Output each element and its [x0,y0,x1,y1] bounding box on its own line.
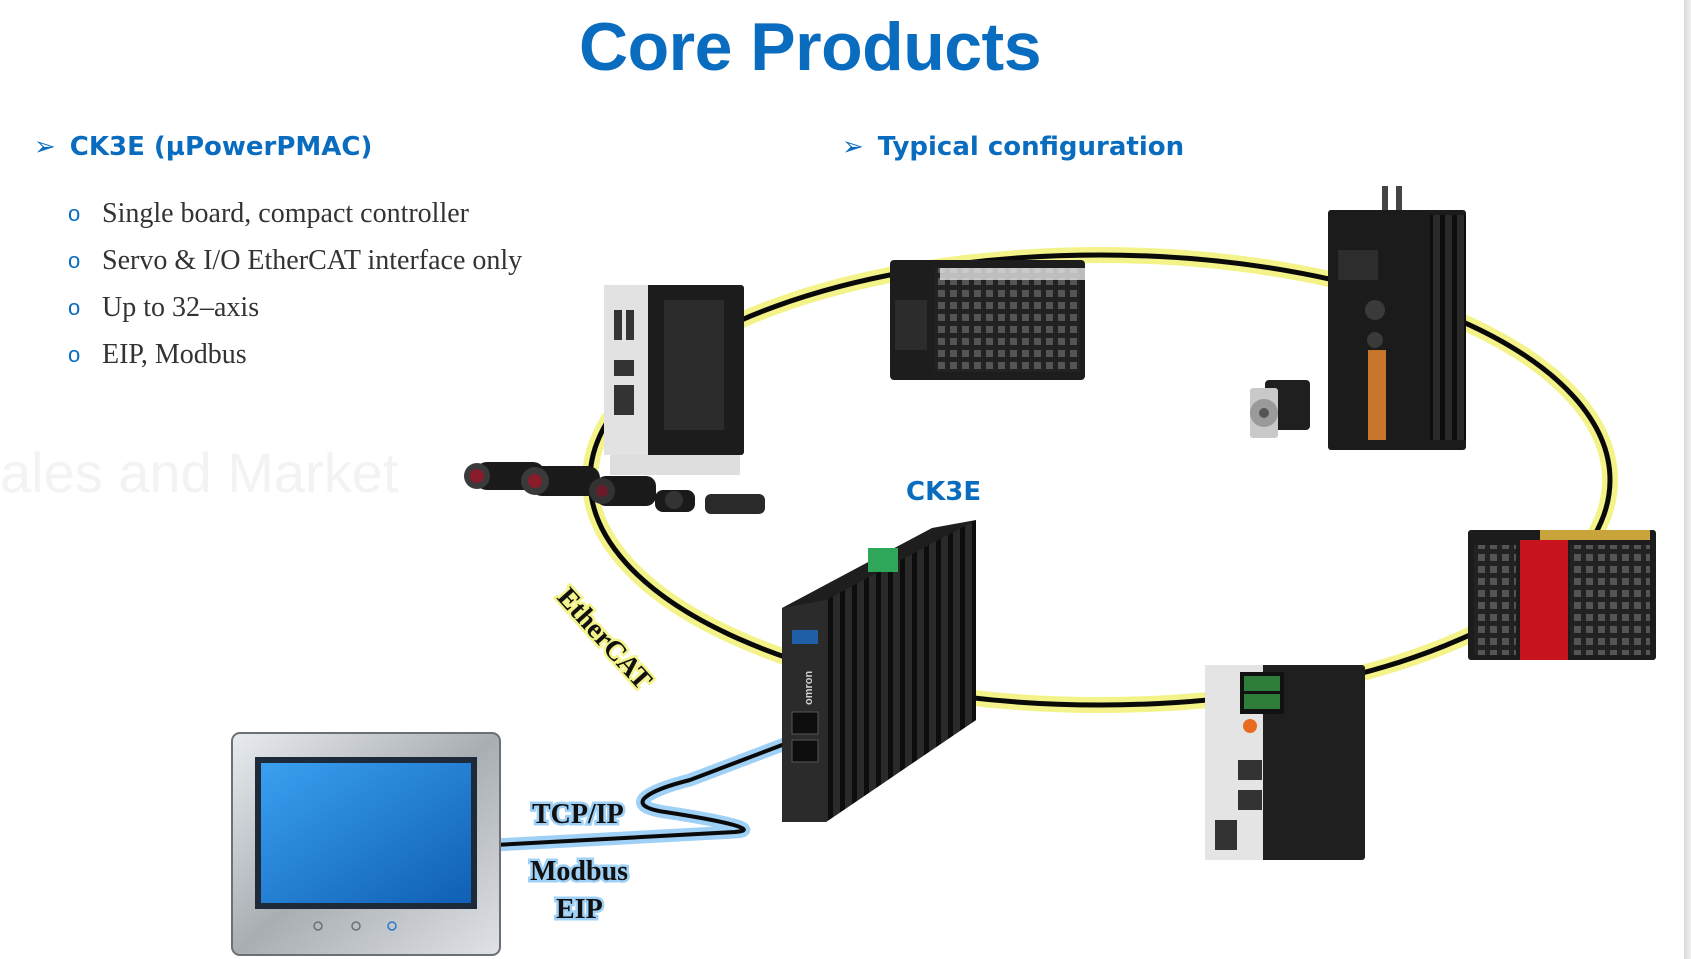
remote-io-block [890,260,1085,380]
tcpip-label: TCP/IP [532,799,624,830]
ethercat-label: EtherCAT [551,582,658,696]
list-item-text: Servo & I/O EtherCAT interface only [102,244,523,276]
right-heading-text: Typical configuration [877,132,1185,162]
hmi-touch-panel [231,732,501,956]
circle-bullet-icon: o [68,200,81,226]
list-item-text: EIP, Modbus [102,338,247,370]
page-title: Core Products [578,9,1042,85]
ck3e-label: CK3E [906,477,981,507]
right-section-heading: ➢ Typical configuration [842,132,1184,162]
ck3e-brand-text: omron [803,671,815,706]
displacement-sensor-controller [1205,665,1365,860]
ck3e-controller: omron [782,520,976,822]
ghost-background-text: ales and Market [0,441,399,504]
list-item: o EIP, Modbus [68,331,522,378]
circle-bullet-icon: o [68,341,81,367]
list-item-text: Single board, compact controller [102,197,469,229]
list-item: o Single board, compact controller [68,190,522,237]
list-item-text: Up to 32–axis [102,291,260,323]
arrow-bullet-icon: ➢ [842,132,864,162]
list-item: o Servo & I/O EtherCAT interface only [68,237,522,284]
left-heading-text: CK3E (µPowerPMAC) [69,132,373,162]
safety-io-block [1468,530,1656,660]
left-section-heading: ➢ CK3E (µPowerPMAC) [34,132,372,162]
modbus-label: Modbus [530,856,628,887]
vision-system [464,285,765,514]
circle-bullet-icon: o [68,294,81,320]
list-item: o Up to 32–axis [68,284,522,331]
servo-drive-and-motor [1250,186,1466,450]
tcpip-cable [488,735,797,852]
circle-bullet-icon: o [68,247,81,273]
eip-label: EIP [556,894,603,925]
arrow-bullet-icon: ➢ [34,132,56,162]
